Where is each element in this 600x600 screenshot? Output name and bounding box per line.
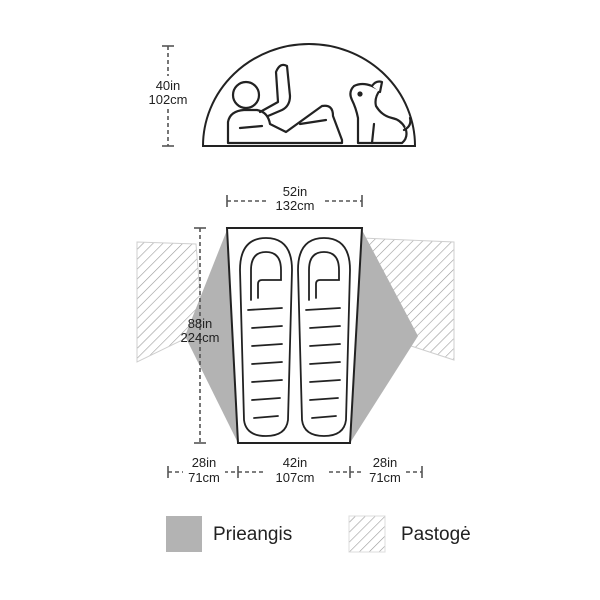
top-view: 52in 132cm 88in 224cm 28in 71cm 42in 107… — [136, 184, 455, 485]
floor-length-cm-label: 224cm — [180, 330, 219, 345]
height-cm-label: 102cm — [148, 92, 187, 107]
floor-width-cm-label: 132cm — [275, 198, 314, 213]
floor-width-dimension — [226, 195, 363, 207]
floor-width-in-label: 52in — [283, 184, 308, 199]
floor-length-in-label: 88in — [188, 316, 213, 331]
floor-end-width-in-label: 42in — [283, 455, 308, 470]
dog-icon — [349, 80, 412, 145]
left-vestibule-depth-in-label: 28in — [192, 455, 217, 470]
vestibule-swatch — [166, 516, 202, 552]
canopy-legend-label: Pastogė — [401, 524, 471, 545]
side-view: 40in 102cm — [148, 43, 417, 147]
height-in-label: 40in — [156, 78, 181, 93]
right-vestibule-depth-in-label: 28in — [373, 455, 398, 470]
legend: Prieangis Pastogė — [166, 515, 471, 553]
right-vestibule-depth-cm-label: 71cm — [369, 470, 401, 485]
floor-length-dimension — [194, 227, 206, 444]
left-vestibule-depth-cm-label: 71cm — [188, 470, 220, 485]
floor-end-width-cm-label: 107cm — [275, 470, 314, 485]
vestibule-legend-label: Prieangis — [213, 524, 292, 545]
sleeping-bag-right — [297, 237, 351, 437]
sleeping-bag-left — [239, 237, 293, 437]
vestibule-left — [185, 230, 238, 443]
canopy-swatch — [348, 515, 386, 553]
person-icon — [226, 63, 344, 145]
vestibule-right — [350, 230, 418, 443]
